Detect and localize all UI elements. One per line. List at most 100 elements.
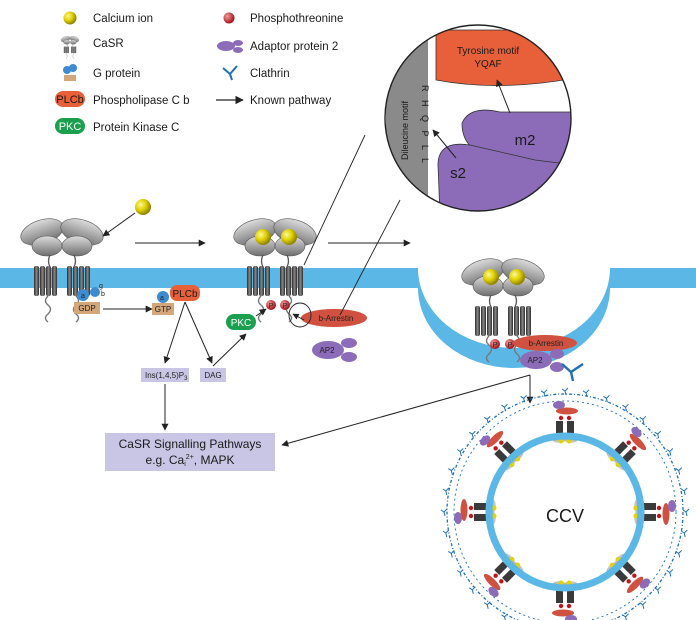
g-alpha-label: a: [81, 293, 85, 300]
ap2-node: [312, 338, 357, 362]
legend-casr-label: CaSR: [93, 38, 124, 50]
legend-plcb-label: Phospholipase C b: [93, 95, 190, 107]
g-beta-label: b: [101, 291, 105, 298]
phospho-p-3: P: [493, 342, 498, 349]
legend-calcium-label: Calcium ion: [93, 13, 153, 25]
tyrosine-title: Tyrosine motif: [457, 46, 519, 57]
phospho-site-3: [490, 339, 500, 349]
pkc-icon: [55, 118, 85, 134]
inset-pointer-2: [339, 199, 401, 316]
dileucine-sequence: R H Q P L L: [420, 85, 430, 166]
clathrin-triskelion-icon: [603, 394, 610, 403]
arrow-pkc-phosphorylation: [255, 308, 267, 317]
pkc-node-label: PKC: [231, 318, 252, 329]
clathrin-triskelion-icon: [675, 550, 683, 558]
casr-receptor-active: [229, 213, 321, 323]
dag-label: DAG: [204, 371, 221, 380]
g-protein-icon: [63, 64, 77, 81]
phospho-p-1: P: [269, 303, 274, 310]
ip3-label: Ins(1,4,5)P3: [145, 371, 188, 382]
clathrin-triskelion-icon: [520, 394, 527, 403]
clathrin-triskelion-icon: [680, 487, 688, 496]
arrow-m2-to-tyrosine: [496, 79, 511, 114]
clathrin-triskelion-icon: [456, 448, 464, 456]
ccv-label: CCV: [546, 506, 584, 526]
clathrin-triskelion-icon: [561, 387, 569, 396]
legend-g-protein-label: G protein: [93, 68, 140, 80]
g-protein-gtp: a GTP: [152, 291, 174, 315]
arrow-calcium-binding: [102, 212, 136, 237]
clathrin-triskelion-icon: [448, 467, 455, 475]
ap2-pit: [520, 349, 564, 372]
ip3-box: [141, 368, 189, 382]
arrow-to-ip3: [163, 301, 186, 364]
arrow-s2-to-dileucine: [432, 129, 457, 159]
legend-phosphothreonine-label: Phosphothreonine: [250, 13, 343, 25]
g-gamma-label: g: [99, 283, 103, 290]
casr-icon: [60, 34, 80, 60]
arrow-to-dag: [184, 301, 213, 364]
clathrin-icon: [222, 65, 238, 81]
clathrin-triskelion-icon: [483, 415, 491, 424]
phospho-p-4: P: [508, 342, 513, 349]
pkc-node: [226, 314, 256, 330]
clathrin-triskelion-icon: [540, 389, 548, 397]
phospho-site-1: [266, 300, 276, 310]
arrestin-pit: [513, 335, 577, 351]
clathrin-triskelion-icon: [440, 508, 448, 517]
clathrin-coat: [446, 393, 684, 620]
clathrin-triskelion-icon: [442, 529, 450, 538]
legend-pathway-label: Known pathway: [250, 95, 331, 107]
signalling-subtitle: e.g. Cai2+, MAPK: [146, 453, 235, 468]
casr-receptor-pit: [457, 253, 549, 363]
m2-label: m2: [515, 132, 536, 149]
legend-pkc-label: Protein Kinase C: [93, 122, 179, 134]
arrow-arrestin-recruit: [292, 313, 305, 321]
g-protein-gdp: a g b GDP: [74, 283, 105, 314]
clathrin-triskelion-icon: [680, 529, 688, 538]
vesicle-membrane: [485, 432, 645, 592]
clathrin-triskelion-icon: [666, 569, 674, 577]
g-alpha-label-2: a: [160, 295, 164, 302]
phospho-site-2: [280, 300, 290, 310]
tyrosine-motif-shape: [435, 29, 571, 86]
clathrin-coat-inner: [453, 400, 677, 620]
arrestin-label: b-Arrestin: [319, 314, 354, 323]
arrow-dag-to-pkc: [212, 333, 247, 367]
arrestin-node: [301, 309, 367, 327]
phosphothreonine-icon: [223, 12, 235, 24]
clathrin-triskelion-icon: [469, 586, 476, 594]
clathrin-triskelion-icon: [501, 403, 508, 412]
clathrin-pit-icon: [561, 363, 584, 382]
arrow-endosomal-signalling: [281, 374, 531, 447]
clathrin-coated-vesicle: CCV: [440, 387, 690, 620]
legend: Calcium ion CaSR G protein PLCb Phosphol…: [55, 11, 343, 134]
ap2-label: AP2: [319, 346, 335, 355]
legend-pkc-badge: PKC: [59, 121, 82, 133]
clathrin-triskelion-icon: [442, 487, 450, 496]
gdp-label: GDP: [78, 304, 95, 313]
calcium-ion-free: [135, 199, 151, 215]
calcium-ion-icon: [63, 11, 77, 25]
plcb-icon: [55, 91, 85, 107]
clathrin-triskelion-icon: [469, 430, 476, 439]
inset-pointer-1: [303, 134, 366, 266]
clathrin-triskelion-icon: [501, 613, 508, 620]
clathrin-triskelion-icon: [682, 508, 690, 517]
clathrin-triskelion-icon: [483, 601, 491, 609]
clathrin-triskelion-icon: [654, 586, 662, 594]
plcb-node: [170, 285, 200, 301]
clathrin-triskelion-icon: [582, 389, 590, 397]
s2-label: s2: [450, 165, 466, 182]
legend-plcb-badge: PLCb: [56, 94, 84, 106]
clathrin-triskelion-icon: [654, 430, 662, 439]
phospho-site-4: [505, 339, 515, 349]
adaptor-protein-icon: [217, 40, 243, 53]
gtp-label: GTP: [155, 305, 171, 314]
clathrin-triskelion-icon: [622, 403, 629, 412]
legend-clathrin-label: Clathrin: [250, 68, 290, 80]
signalling-box: [105, 433, 275, 471]
clathrin-triskelion-icon: [622, 613, 629, 620]
